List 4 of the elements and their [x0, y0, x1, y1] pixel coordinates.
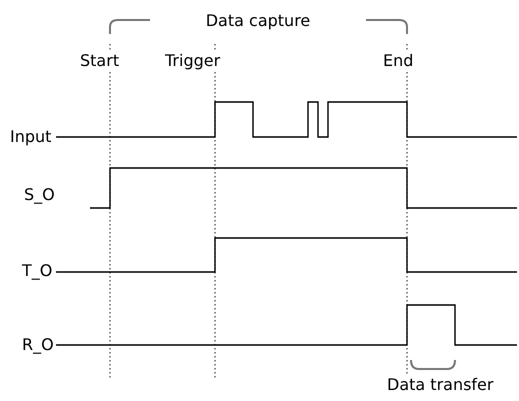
marker-label: Start — [78, 52, 122, 70]
signal-label: T_O — [20, 262, 54, 280]
signal-label: S_O — [22, 186, 57, 204]
marker-label: Trigger — [163, 52, 222, 70]
